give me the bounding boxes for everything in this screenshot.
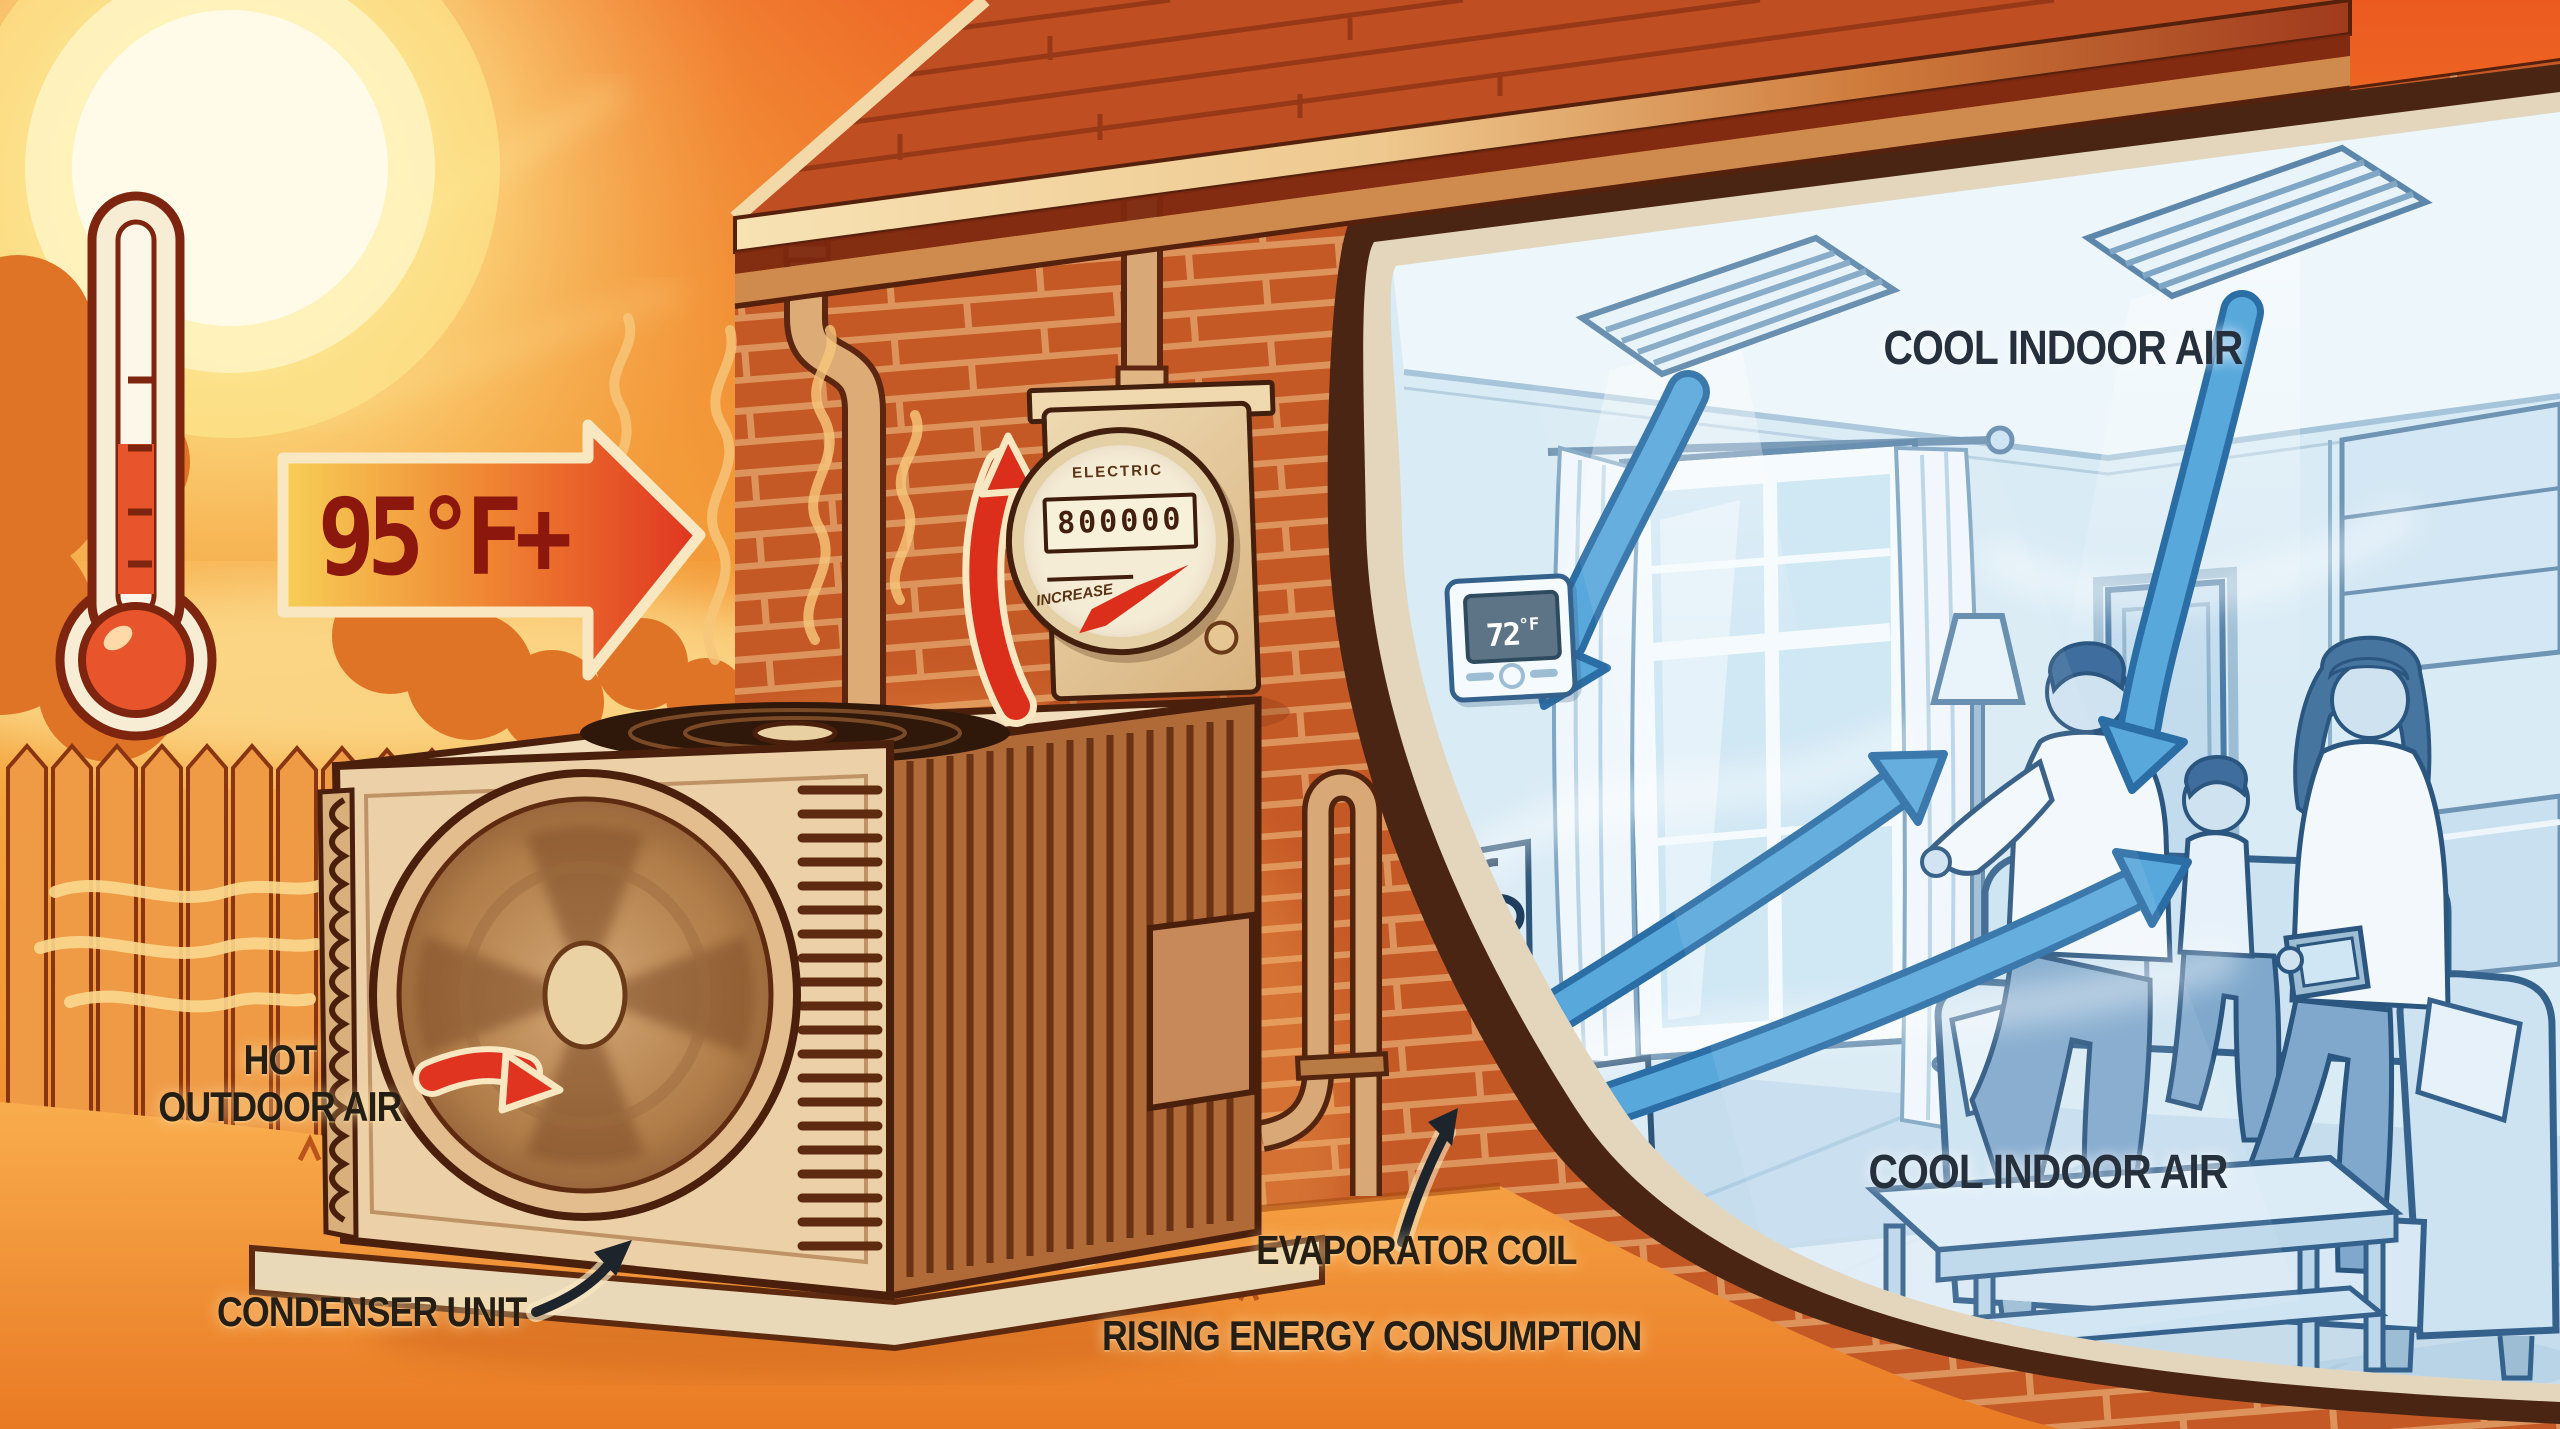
thermostat-button-right[interactable] xyxy=(1529,668,1559,679)
house-roof xyxy=(730,0,2352,309)
thermometer-ticks xyxy=(128,376,152,568)
meter-reading: 800000 xyxy=(1042,492,1199,554)
louver-vents xyxy=(797,785,883,1251)
thermostat-screen: 72°F xyxy=(1462,589,1563,665)
rising-usage-arrow-icon xyxy=(962,432,1040,727)
electric-meter: ELECTRIC 800000 INCREASE xyxy=(1002,379,1276,702)
condenser-coil-fins xyxy=(317,787,359,1242)
meter-divider xyxy=(1047,574,1134,582)
condenser-pointer-arrow-icon xyxy=(526,1240,632,1322)
thermostat-value: 72 xyxy=(1485,616,1521,655)
hot-air-arrow-icon xyxy=(413,1046,564,1114)
temperature-arrow-icon xyxy=(277,419,706,681)
cool-air-arrow-evaporator-upper-icon xyxy=(1540,750,1948,1030)
thermostat-button-left[interactable] xyxy=(1465,671,1495,682)
label-hot-outdoor-air: HOT OUTDOOR AIR xyxy=(136,1036,425,1130)
cool-air-arrow-vent-right-icon xyxy=(2098,290,2264,794)
thermostat: 72°F xyxy=(1443,572,1579,704)
condenser-fan-icon xyxy=(369,769,801,1221)
concrete-pad xyxy=(249,1234,1325,1352)
temperature-display: 95°F+ xyxy=(317,476,573,599)
soffit xyxy=(735,56,2350,306)
meter-knob xyxy=(1203,620,1239,656)
label-cool-indoor-air-top: COOL INDOOR AIR xyxy=(1883,322,2244,375)
refrigerant-pipes xyxy=(1258,769,1390,1196)
meter-brand-text: ELECTRIC xyxy=(1071,461,1164,482)
label-evaporator-coil: EVAPORATOR COIL xyxy=(1256,1227,1577,1273)
condenser-unit xyxy=(249,696,1325,1352)
person-boy xyxy=(2165,755,2282,1143)
label-cool-indoor-air-bottom: COOL INDOOR AIR xyxy=(1868,1146,2229,1199)
throw-pillow-right xyxy=(2415,996,2523,1124)
thermostat-unit: °F xyxy=(1518,614,1540,636)
label-hot-line2: OUTDOOR AIR xyxy=(158,1083,402,1131)
heat-wave-lines xyxy=(34,313,1178,1271)
evaporator-pointer-arrow-icon xyxy=(1392,1108,1458,1252)
label-rising-energy-consumption: RISING ENERGY CONSUMPTION xyxy=(1102,1312,1642,1359)
coffee-table xyxy=(1864,1154,2404,1384)
glass-sheen xyxy=(1500,200,2300,1380)
access-panel xyxy=(1147,911,1255,1112)
label-hot-line1: HOT xyxy=(243,1036,318,1083)
cool-air-arrow-evaporator-lower-icon xyxy=(1588,848,2192,1126)
thermometer-icon xyxy=(55,191,217,741)
label-condenser-unit: CONDENSER UNIT xyxy=(217,1288,527,1335)
thermostat-dial[interactable] xyxy=(1498,662,1526,690)
